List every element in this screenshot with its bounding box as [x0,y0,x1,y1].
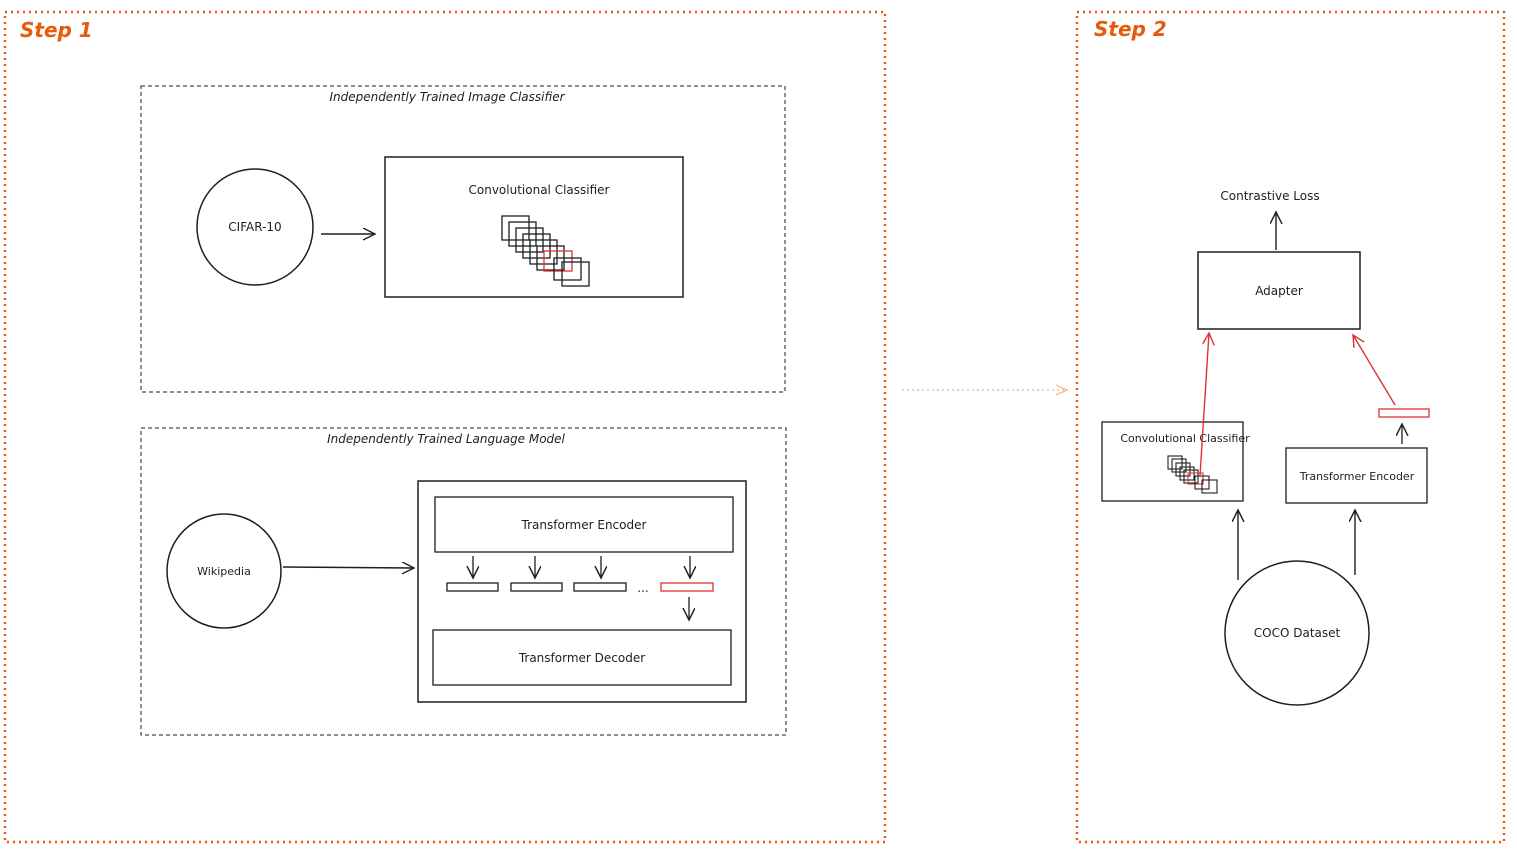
image-classifier-group [140,85,786,393]
cifar10-label: CIFAR-10 [228,220,281,234]
step2-transformer-encoder-label: Transformer Encoder [1299,470,1415,483]
step1-title: Step 1 [20,18,93,42]
step2-conv-classifier-label: Convolutional Classifier [1120,432,1250,445]
image-classifier-group-label: Independently Trained Image Classifier [329,90,565,104]
lm-decoder-label: Transformer Decoder [518,651,645,665]
token-embeddings [446,582,714,592]
step2-transformer-encoder-box [1285,447,1428,504]
step1-frame [3,10,887,844]
step2-title: Step 2 [1094,17,1167,41]
wikipedia-node [166,513,282,629]
wikipedia-label: Wikipedia [197,565,251,578]
token-embedding [510,582,563,592]
adapter-box [1197,251,1361,330]
lm-decoder-box [432,629,732,686]
text-embedding-highlight [1378,408,1430,418]
embedding-ellipsis: ... [637,581,648,595]
language-model-group-label: Independently Trained Language Model [327,432,565,446]
adapter-label: Adapter [1255,284,1303,298]
language-model-group [140,427,787,736]
step2-frame [1075,10,1506,844]
conv-classifier-box [384,156,684,298]
embedding-arrows [473,556,690,578]
language-model-box [417,480,747,703]
token-embedding-highlight [660,582,714,592]
cifar10-node [196,168,314,286]
step2-conv-classifier-box [1101,421,1244,502]
conv-classifier-label: Convolutional Classifier [469,183,610,197]
wikipedia-to-lm-arrow [282,567,414,568]
coco-dataset-label: COCO Dataset [1254,626,1341,640]
step2-conv-layers-stack-icon [1167,455,1218,494]
text-features-to-adapter-arrow [1353,335,1396,406]
coco-dataset-node [1224,560,1370,706]
token-embedding [446,582,499,592]
lm-encoder-label: Transformer Encoder [521,518,647,532]
contrastive-loss-label: Contrastive Loss [1220,189,1319,203]
lm-encoder-box [434,496,734,553]
image-features-to-adapter-arrow [1199,333,1209,477]
token-embedding [573,582,627,592]
conv-layers-stack-icon [501,215,590,287]
